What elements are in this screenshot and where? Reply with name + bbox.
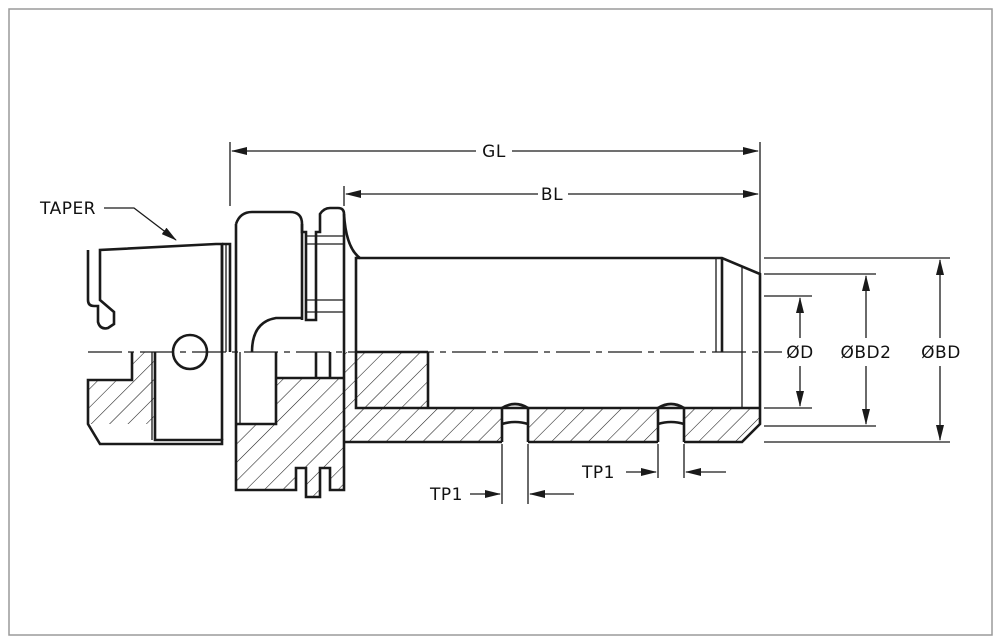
taper-leader-line — [104, 207, 177, 241]
port-left — [500, 402, 530, 442]
flange-thin-lines — [151, 244, 241, 440]
hatched-section — [88, 352, 760, 497]
extension-lines — [229, 142, 950, 504]
groove-block — [300, 206, 346, 352]
bd2-label: ØBD2 — [841, 343, 892, 363]
flange-upper — [222, 210, 304, 352]
bore-outline — [354, 256, 760, 410]
d-label: ØD — [786, 343, 813, 363]
holder-outline — [86, 242, 224, 352]
flange-lower — [234, 352, 346, 499]
taper-lower — [86, 352, 224, 446]
tp1-right-label: TP1 — [581, 463, 615, 483]
port-right — [656, 402, 686, 442]
neck-upper — [342, 213, 762, 444]
bd-label: ØBD — [921, 343, 961, 363]
internal-detail — [220, 244, 346, 442]
holder-body — [86, 206, 762, 499]
bl-label: BL — [541, 185, 563, 205]
drawing-frame — [8, 8, 993, 636]
taper-label: TAPER — [39, 199, 96, 219]
tp1-left-label: TP1 — [429, 485, 463, 505]
gl-label: GL — [482, 142, 506, 162]
taper-inner — [715, 258, 743, 408]
groove-lines — [306, 232, 344, 320]
